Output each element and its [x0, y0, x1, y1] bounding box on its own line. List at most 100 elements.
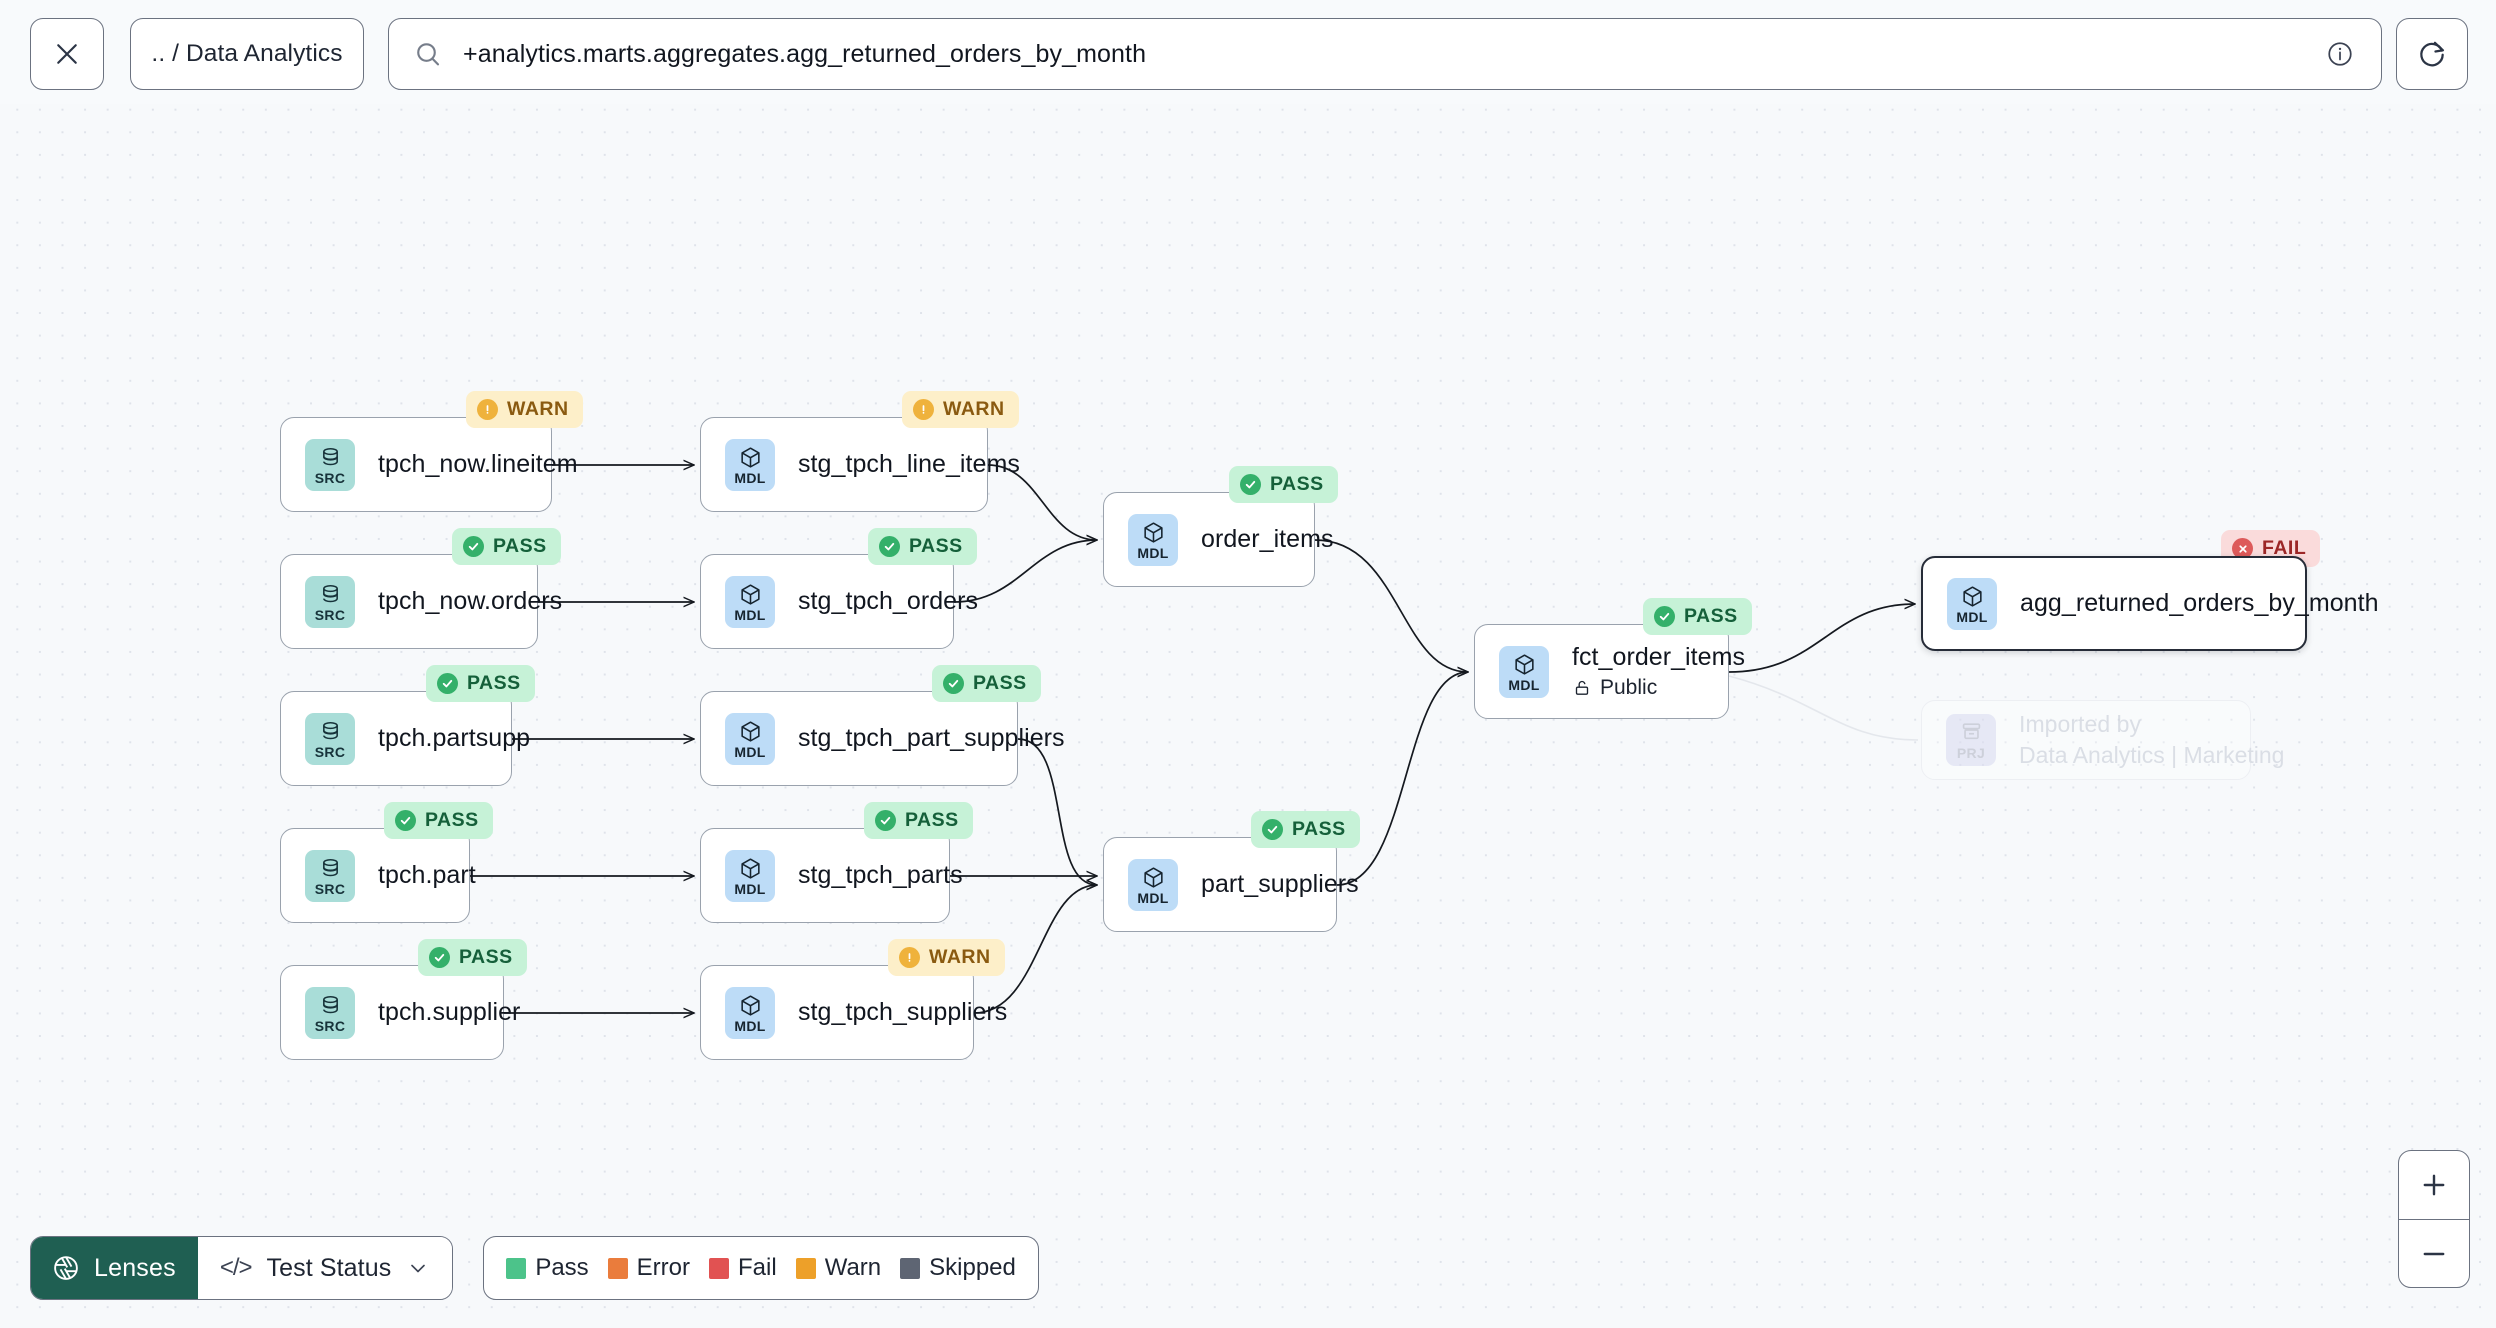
chevron-down-icon: [411, 1264, 426, 1273]
cube-icon: [740, 720, 760, 742]
search-bar[interactable]: +analytics.marts.aggregates.agg_returned…: [388, 18, 2382, 90]
status-badge-pass[interactable]: PASS: [418, 939, 527, 976]
status-badge-pass[interactable]: PASS: [864, 802, 973, 839]
exclamation-icon: [908, 953, 911, 962]
mdl-node-icon: MDL: [725, 438, 775, 491]
status-dot: [1654, 606, 1675, 627]
status-badge-pass[interactable]: PASS: [426, 665, 535, 702]
bottom-toolbar: Lenses </> Test Status Pass Error Fail Warn…: [30, 1236, 1039, 1300]
node-label: stg_tpch_part_suppliers: [798, 724, 1065, 752]
legend-item-skipped[interactable]: Skipped: [900, 1254, 1016, 1282]
cube-icon: [740, 994, 760, 1016]
status-badge-pass[interactable]: PASS: [932, 665, 1041, 702]
check-icon: [442, 679, 453, 688]
src-node-icon: SRC: [305, 575, 355, 628]
node-text: Imported by Data Analytics | Marketing: [2019, 711, 2285, 769]
src-node-icon: SRC: [305, 849, 355, 902]
legend-item-error[interactable]: Error: [607, 1254, 691, 1282]
node-label: tpch_now.lineitem: [378, 450, 578, 478]
status-badge-warn[interactable]: WARN: [902, 391, 1019, 428]
status-label: PASS: [1270, 473, 1324, 495]
legend-swatch: [900, 1257, 921, 1279]
aperture-icon: [54, 1256, 78, 1280]
status-badge-warn[interactable]: WARN: [466, 391, 583, 428]
status-label: FAIL: [2262, 537, 2307, 559]
refresh-button[interactable]: [2396, 18, 2468, 90]
node-kind-tag: MDL: [1956, 608, 1988, 625]
status-badge-pass[interactable]: PASS: [452, 528, 561, 565]
check-icon: [948, 679, 959, 688]
status-label: PASS: [493, 535, 547, 557]
zoom-in-button[interactable]: [2399, 1151, 2469, 1219]
info-icon[interactable]: [2325, 39, 2355, 69]
status-badge-pass[interactable]: PASS: [1643, 598, 1752, 635]
archive-icon: [1962, 723, 1980, 740]
search-input[interactable]: +analytics.marts.aggregates.agg_returned…: [463, 39, 1147, 68]
node-sublabel: Data Analytics | Marketing: [2019, 742, 2285, 768]
legend-item-warn[interactable]: Warn: [795, 1254, 881, 1282]
node-kind-tag: SRC: [314, 1017, 346, 1034]
database-icon: [322, 995, 338, 1013]
src-node-icon: SRC: [305, 986, 355, 1039]
status-dot: [1240, 474, 1261, 495]
status-badge-pass[interactable]: PASS: [384, 802, 493, 839]
test-status-dropdown[interactable]: </> Test Status: [197, 1237, 453, 1299]
check-icon: [1267, 825, 1278, 834]
status-label: PASS: [1684, 605, 1738, 627]
close-button[interactable]: [30, 18, 104, 90]
breadcrumb[interactable]: .. / Data Analytics: [130, 18, 364, 90]
node-text: fct_order_items Public: [1572, 643, 1745, 700]
status-legend: Pass Error Fail Warn Skipped: [483, 1236, 1039, 1300]
minus-icon: [2423, 1252, 2445, 1255]
node-kind-tag: MDL: [734, 469, 766, 486]
legend-swatch: [795, 1257, 816, 1279]
status-dot: [395, 810, 416, 831]
check-icon: [434, 953, 445, 962]
status-badge-pass[interactable]: PASS: [1229, 466, 1338, 503]
status-dot: [875, 810, 896, 831]
zoom-out-button[interactable]: [2399, 1219, 2469, 1287]
status-badge-pass[interactable]: PASS: [1251, 811, 1360, 848]
status-badge-warn[interactable]: WARN: [888, 939, 1005, 976]
node-text: stg_tpch_part_suppliers: [798, 724, 1065, 753]
node-text: order_items: [1201, 525, 1333, 554]
node-text: stg_tpch_orders: [798, 587, 978, 616]
legend-item-fail[interactable]: Fail: [709, 1254, 777, 1282]
status-badge-pass[interactable]: PASS: [868, 528, 977, 565]
node-label: Imported by: [2019, 711, 2141, 737]
mdl-node-icon: MDL: [725, 986, 775, 1039]
status-dot: [899, 947, 920, 968]
legend-swatch: [506, 1257, 527, 1279]
status-label: PASS: [1292, 818, 1346, 840]
node-kind-tag: SRC: [314, 606, 346, 623]
cube-icon: [740, 857, 760, 879]
lenses-button[interactable]: Lenses: [31, 1237, 198, 1299]
check-icon: [880, 816, 891, 825]
legend-label: Error: [636, 1254, 691, 1281]
node-sublabel: Public: [1572, 676, 1728, 700]
status-dot: [879, 536, 900, 557]
legend-item-pass[interactable]: Pass: [506, 1254, 589, 1282]
status-label: WARN: [507, 398, 569, 420]
exclamation-icon: [486, 405, 489, 414]
check-icon: [1245, 480, 1256, 489]
cube-icon: [1143, 521, 1163, 543]
legend-swatch: [607, 1257, 628, 1279]
